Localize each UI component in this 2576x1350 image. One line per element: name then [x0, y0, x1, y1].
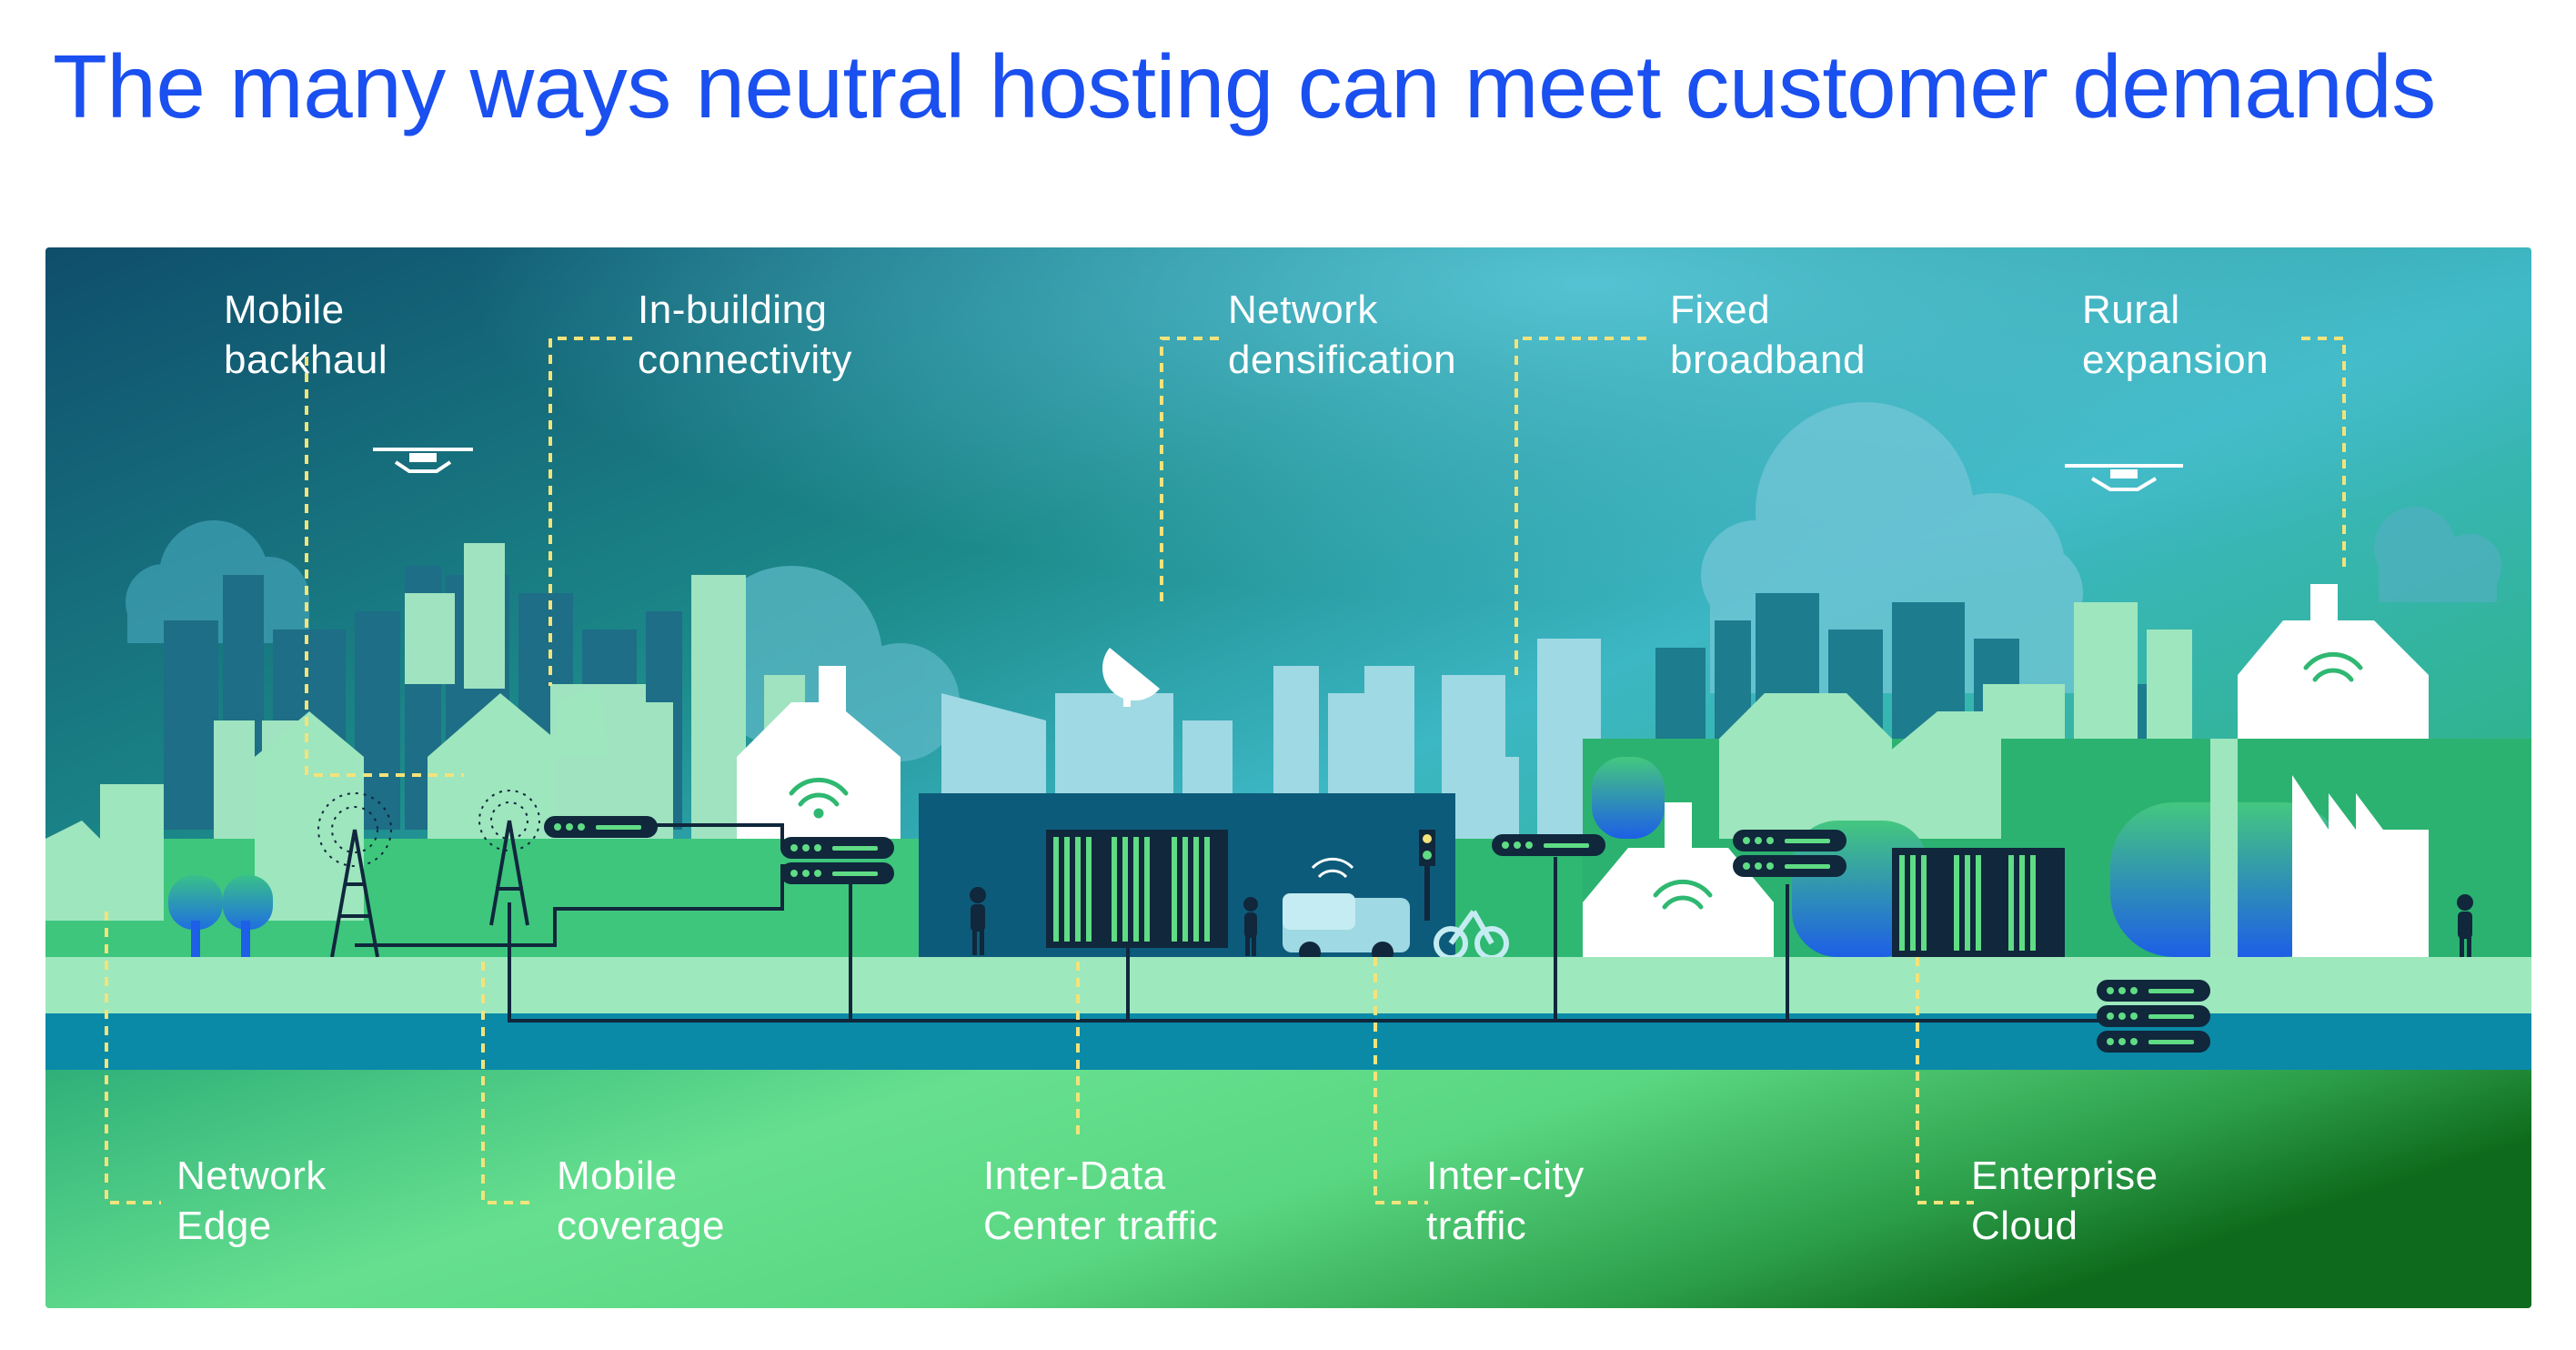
- traffic-light-icon: [1419, 830, 1435, 921]
- satellite-dish-icon: [1102, 648, 1160, 707]
- wifi-icon: [789, 777, 849, 819]
- drone-icon: [373, 448, 2183, 491]
- cell-tower-icon: [317, 790, 540, 958]
- dashed-leader-lines: [105, 337, 2346, 1204]
- wifi-icon: [2303, 651, 2363, 682]
- houses-right: [1719, 693, 2001, 839]
- house-wifi-right: [1583, 802, 1774, 957]
- page-title: The many ways neutral hosting can meet c…: [53, 36, 2436, 136]
- houses-left: [45, 684, 609, 921]
- house-wifi-left: [737, 666, 901, 839]
- wifi-icon: [1653, 879, 1713, 910]
- trees-left: [168, 875, 273, 957]
- person-icon: [970, 887, 2473, 957]
- rural-house: [2210, 584, 2429, 957]
- enterprise-servers: [1892, 848, 2065, 957]
- ambulance-icon: [1283, 857, 1410, 963]
- bottom-ground: [45, 1070, 2531, 1308]
